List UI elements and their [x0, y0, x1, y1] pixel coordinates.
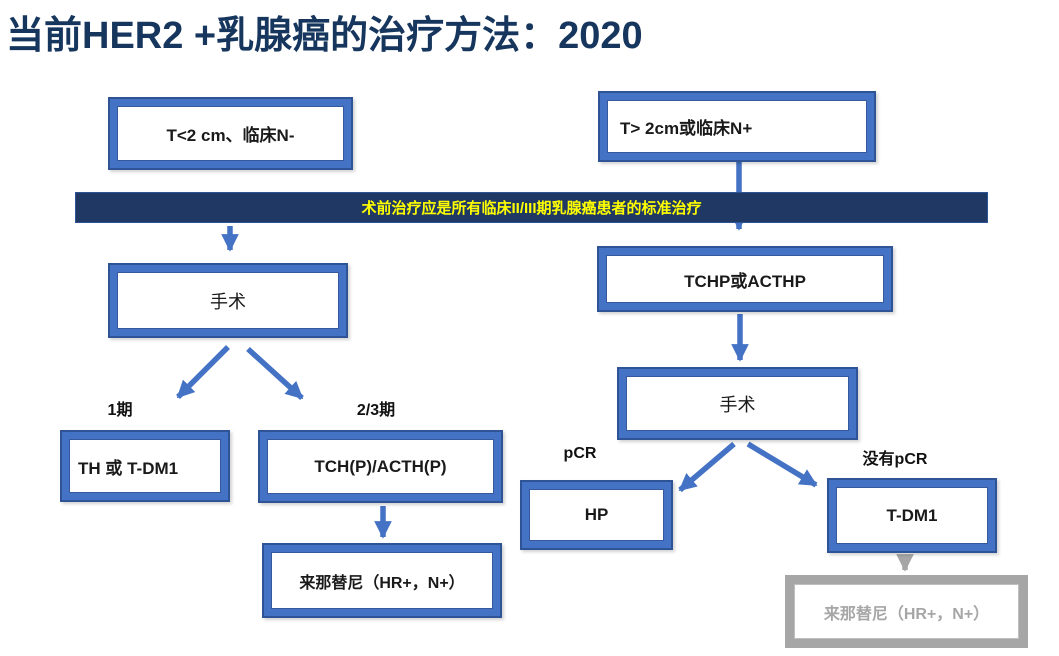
node-tch-acth-label: TCH(P)/ACTH(P)	[314, 456, 447, 476]
arrow-surgery-to-stage1	[176, 345, 230, 399]
node-hp-label: HP	[584, 505, 609, 524]
arrow-surgery-to-stage23	[246, 346, 304, 401]
node-tdm1: T-DM1	[827, 478, 997, 553]
label-no-pcr: 没有pCR	[862, 451, 928, 468]
banner-text: 术前治疗应是所有临床II/III期乳腺癌患者的标准治疗	[361, 200, 702, 217]
node-neratinib-left: 来那替尼（HR+，N+）	[262, 543, 502, 618]
node-t-large-n-pos-label: T> 2cm或临床N+	[620, 119, 753, 138]
label-pcr: pCR	[563, 445, 597, 462]
banner-preop-standard: 术前治疗应是所有临床II/III期乳腺癌患者的标准治疗	[75, 192, 988, 223]
node-surgery-right-label: 手术	[719, 394, 756, 415]
node-surgery-left: 手术	[108, 263, 348, 338]
node-neratinib-left-label: 来那替尼（HR+，N+）	[299, 574, 465, 592]
page-title: 当前HER2 +乳腺癌的治疗方法：2020	[6, 15, 643, 57]
arrow-surgery-to-pcr	[678, 441, 736, 493]
node-tchp-acthp-label: TCHP或ACTHP	[684, 271, 806, 291]
node-t-large-n-pos: T> 2cm或临床N+	[598, 91, 876, 162]
node-t-small-n-neg: T<2 cm、临床N-	[108, 97, 353, 170]
label-stage1: 1期	[107, 402, 133, 419]
label-stage23: 2/3期	[356, 402, 396, 419]
node-neratinib-gray: 来那替尼（HR+，N+）	[785, 575, 1028, 648]
node-tdm1-label: T-DM1	[886, 505, 938, 525]
node-th-or-tdm1: TH 或 T-DM1	[60, 430, 230, 502]
node-neratinib-gray-label: 来那替尼（HR+，N+）	[823, 605, 990, 623]
node-tch-acth: TCH(P)/ACTH(P)	[258, 430, 503, 503]
node-surgery-right: 手术	[617, 367, 858, 440]
node-surgery-left-label: 手术	[210, 291, 246, 312]
node-th-or-tdm1-label: TH 或 T-DM1	[78, 458, 179, 478]
node-hp: HP	[520, 480, 673, 550]
arrow-surgery-to-nopcr	[746, 441, 818, 488]
node-t-small-n-neg-label: T<2 cm、临床N-	[166, 126, 295, 145]
node-tchp-acthp: TCHP或ACTHP	[597, 246, 893, 312]
